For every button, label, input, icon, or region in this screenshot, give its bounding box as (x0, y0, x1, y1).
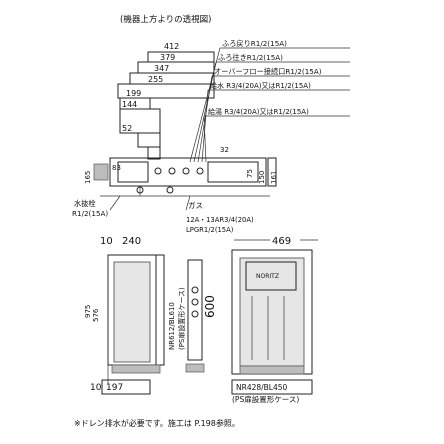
right-label-2: (PS扉設置形ケース) (232, 394, 299, 404)
dim-150: 150 (258, 171, 266, 184)
heater-plan-view (93, 157, 277, 211)
dim-83: 83 (112, 164, 121, 172)
stepped-dimension-boxes (117, 51, 215, 160)
dim-161: 161 (270, 171, 278, 184)
gas-label: ガス (188, 200, 203, 210)
dim-240: 240 (122, 236, 141, 247)
callout-bath-supply: ふろ往きR1/2(15A) (218, 53, 283, 62)
brand-label: NORITZ (256, 273, 279, 280)
left-vertical-label: NR612/BL610 (168, 302, 176, 350)
footer-note: ※ドレン排水が必要です。施工は P.198参照。 (74, 418, 240, 428)
middle-pipe-column (185, 259, 205, 373)
dim-197: 197 (106, 383, 123, 393)
callout-overflow: オーバーフロー接続口R1/2(15A) (214, 67, 322, 76)
dim-10-top: 10 (100, 236, 113, 247)
dim-32: 32 (220, 146, 229, 154)
left-vertical-note: (PS扉設置形ケース) (177, 287, 186, 350)
right-unit-front (231, 249, 313, 375)
callout-bath-return: ふろ戻りR1/2(15A) (222, 39, 287, 48)
drain-size: R1/2(15A) (72, 209, 108, 218)
dim-10-bottom: 10 (90, 383, 102, 393)
dim-144: 144 (122, 100, 137, 109)
drain-label: 水抜栓 (74, 199, 96, 208)
dim-52: 52 (122, 124, 132, 133)
dim-469: 469 (272, 236, 291, 247)
dim-975: 975 (84, 305, 92, 318)
dim-255: 255 (148, 75, 163, 84)
right-label-1: NR428/BL450 (236, 383, 288, 392)
dim-347: 347 (154, 64, 169, 73)
dim-75: 75 (246, 169, 254, 178)
callout-hot-water: 給湯 R3/4(20A)又はR1/2(15A) (208, 107, 309, 116)
dim-379: 379 (160, 53, 175, 62)
gas-spec-2: LPGR1/2(15A) (186, 226, 234, 234)
dim-576: 576 (92, 308, 100, 322)
gas-spec-1: 12A・13AR3/4(20A) (186, 216, 254, 224)
callout-leaders (189, 47, 350, 163)
dim-199: 199 (126, 89, 141, 98)
heading-label: (機器上方よりの透視図) (120, 14, 211, 25)
dim-165: 165 (84, 171, 92, 184)
callout-water-supply: 給水 R3/4(20A)又はR1/2(15A) (210, 81, 311, 90)
dim-600: 600 (203, 295, 217, 318)
dim-412: 412 (164, 42, 179, 51)
left-unit-front (107, 254, 165, 384)
